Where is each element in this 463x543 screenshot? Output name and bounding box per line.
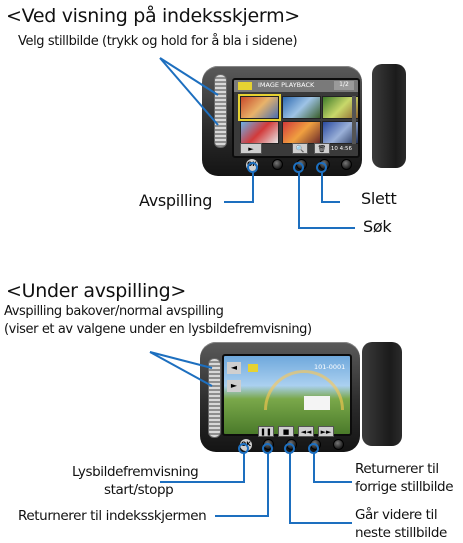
- callout-dot-prev: [308, 443, 319, 454]
- screen-title: IMAGE PLAYBACK: [258, 81, 315, 89]
- label-return-index: Returnerer til indeksskjermen: [18, 508, 207, 524]
- callout-dot-ok: [247, 162, 258, 173]
- delete-button-screen[interactable]: 🗑: [314, 143, 330, 154]
- playback-hint-line2: (viser et av valgene under en lysbildefr…: [4, 322, 312, 337]
- thumbnail-6[interactable]: [322, 121, 358, 144]
- label-delete: Slett: [361, 189, 397, 208]
- callout-dot-search: [293, 162, 304, 173]
- touch-slider-playback[interactable]: [208, 358, 221, 438]
- reverse-button-screen[interactable]: ◄: [227, 362, 241, 374]
- house-image: [304, 396, 330, 410]
- stop-button-screen[interactable]: ■: [278, 426, 294, 437]
- index-heading: <Ved visning på indeksskjerm>: [6, 5, 300, 27]
- rewind-button-screen[interactable]: ◄◄: [298, 426, 314, 437]
- lcd-screen-playback: ◄ ► 101-0001: [222, 354, 352, 436]
- hw-button-1[interactable]: [272, 159, 283, 170]
- search-button-screen[interactable]: 🔍: [292, 143, 308, 154]
- label-next-line1: Går videre til: [355, 507, 438, 523]
- select-hint: Velg stillbilde (trykk og hold for å bla…: [18, 34, 298, 49]
- callout-dot-next: [284, 443, 295, 454]
- camera-mode-icon: [238, 82, 252, 90]
- label-slideshow-line2: start/stopp: [104, 482, 174, 498]
- fastforward-button-screen[interactable]: ►►: [318, 426, 334, 437]
- touch-slider[interactable]: [214, 74, 227, 148]
- thumbnail-1[interactable]: [238, 94, 281, 121]
- thumbnail-3[interactable]: [322, 96, 358, 119]
- label-slideshow-line1: Lysbildefremvisning: [72, 464, 199, 480]
- callout-dot-slideshow: [238, 443, 249, 454]
- callout-dot-return: [262, 443, 273, 454]
- photo-mode-icon: [248, 364, 258, 372]
- page-counter: 1/2: [334, 81, 354, 90]
- time-display: 10:10 4:56: [322, 146, 352, 152]
- label-search: Søk: [363, 217, 392, 236]
- hw-button-p4[interactable]: [333, 439, 344, 450]
- camera-hinge-playback: [362, 342, 402, 446]
- playback-hint-line1: Avspilling bakover/normal avspilling: [4, 304, 224, 319]
- playback-heading: <Under avspilling>: [6, 280, 187, 302]
- camera-hinge: [372, 64, 406, 168]
- play-button-screen[interactable]: ►: [240, 143, 262, 154]
- label-prev-line1: Returnerer til: [355, 461, 439, 477]
- pause-button-screen[interactable]: ❚❚: [258, 426, 274, 437]
- label-prev-line2: forrige stillbilde: [355, 479, 454, 495]
- forward-button-screen[interactable]: ►: [227, 380, 241, 392]
- label-playback: Avspilling: [139, 191, 213, 210]
- callout-dot-delete: [316, 162, 327, 173]
- file-number: 101-0001: [314, 363, 346, 371]
- label-next-line2: neste stillbilde: [355, 525, 447, 541]
- hw-button-4[interactable]: [341, 159, 352, 170]
- thumbnail-2[interactable]: [282, 96, 321, 119]
- scrollbar[interactable]: [352, 96, 356, 144]
